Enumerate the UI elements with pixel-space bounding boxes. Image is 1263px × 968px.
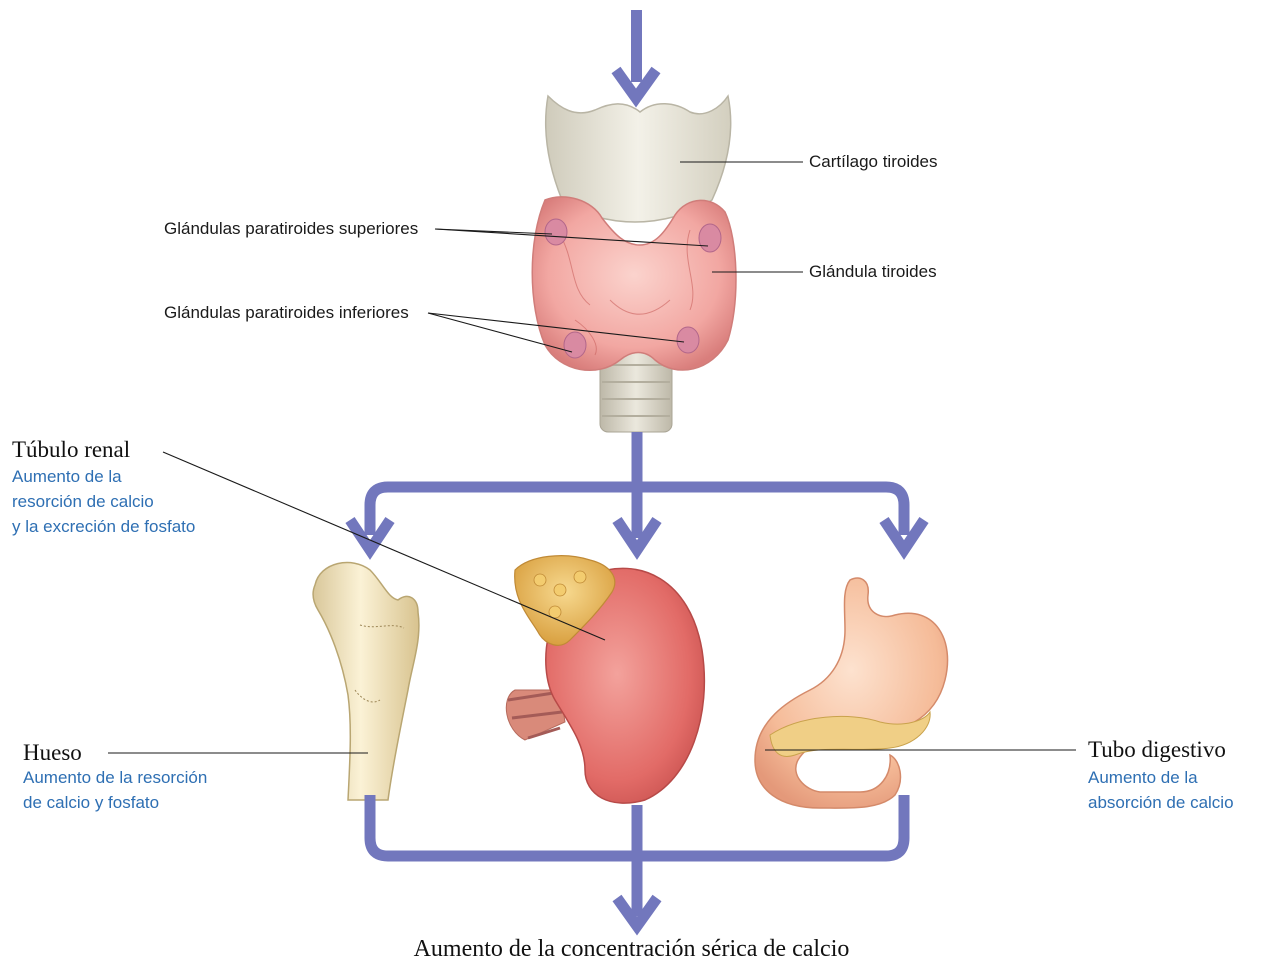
- renal-effect-line: y la excreción de fosfato: [12, 514, 195, 539]
- label-cartilago-tiroides: Cartílago tiroides: [809, 152, 938, 172]
- hueso-effect-line: Aumento de la resorción: [23, 765, 207, 790]
- digestivo-effect-line: Aumento de la: [1088, 765, 1234, 790]
- digestivo-title: Tubo digestivo: [1088, 737, 1226, 763]
- kidney: [506, 556, 704, 803]
- digestivo-effect-line: absorción de calcio: [1088, 790, 1234, 815]
- femur: [313, 563, 419, 800]
- hueso-effect-line: de calcio y fosfato: [23, 790, 207, 815]
- digestivo-effect: Aumento de la absorción de calcio: [1088, 765, 1234, 815]
- collection-arrows: [370, 795, 904, 926]
- distribution-arrows: [350, 432, 924, 550]
- top-arrow: [616, 10, 656, 98]
- outcome-label: Aumento de la concentración sérica de ca…: [0, 936, 1263, 963]
- label-glandula-tiroides: Glándula tiroides: [809, 262, 937, 282]
- hueso-title: Hueso: [23, 740, 82, 766]
- renal-effect-line: resorción de calcio: [12, 489, 195, 514]
- renal-title: Túbulo renal: [12, 437, 130, 463]
- renal-effect-line: Aumento de la: [12, 464, 195, 489]
- label-paratiroides-superiores: Glándulas paratiroides superiores: [164, 219, 418, 239]
- label-paratiroides-inferiores: Glándulas paratiroides inferiores: [164, 303, 409, 323]
- stomach: [755, 578, 948, 808]
- renal-effect: Aumento de la resorción de calcio y la e…: [12, 464, 195, 539]
- hueso-effect: Aumento de la resorción de calcio y fosf…: [23, 765, 207, 815]
